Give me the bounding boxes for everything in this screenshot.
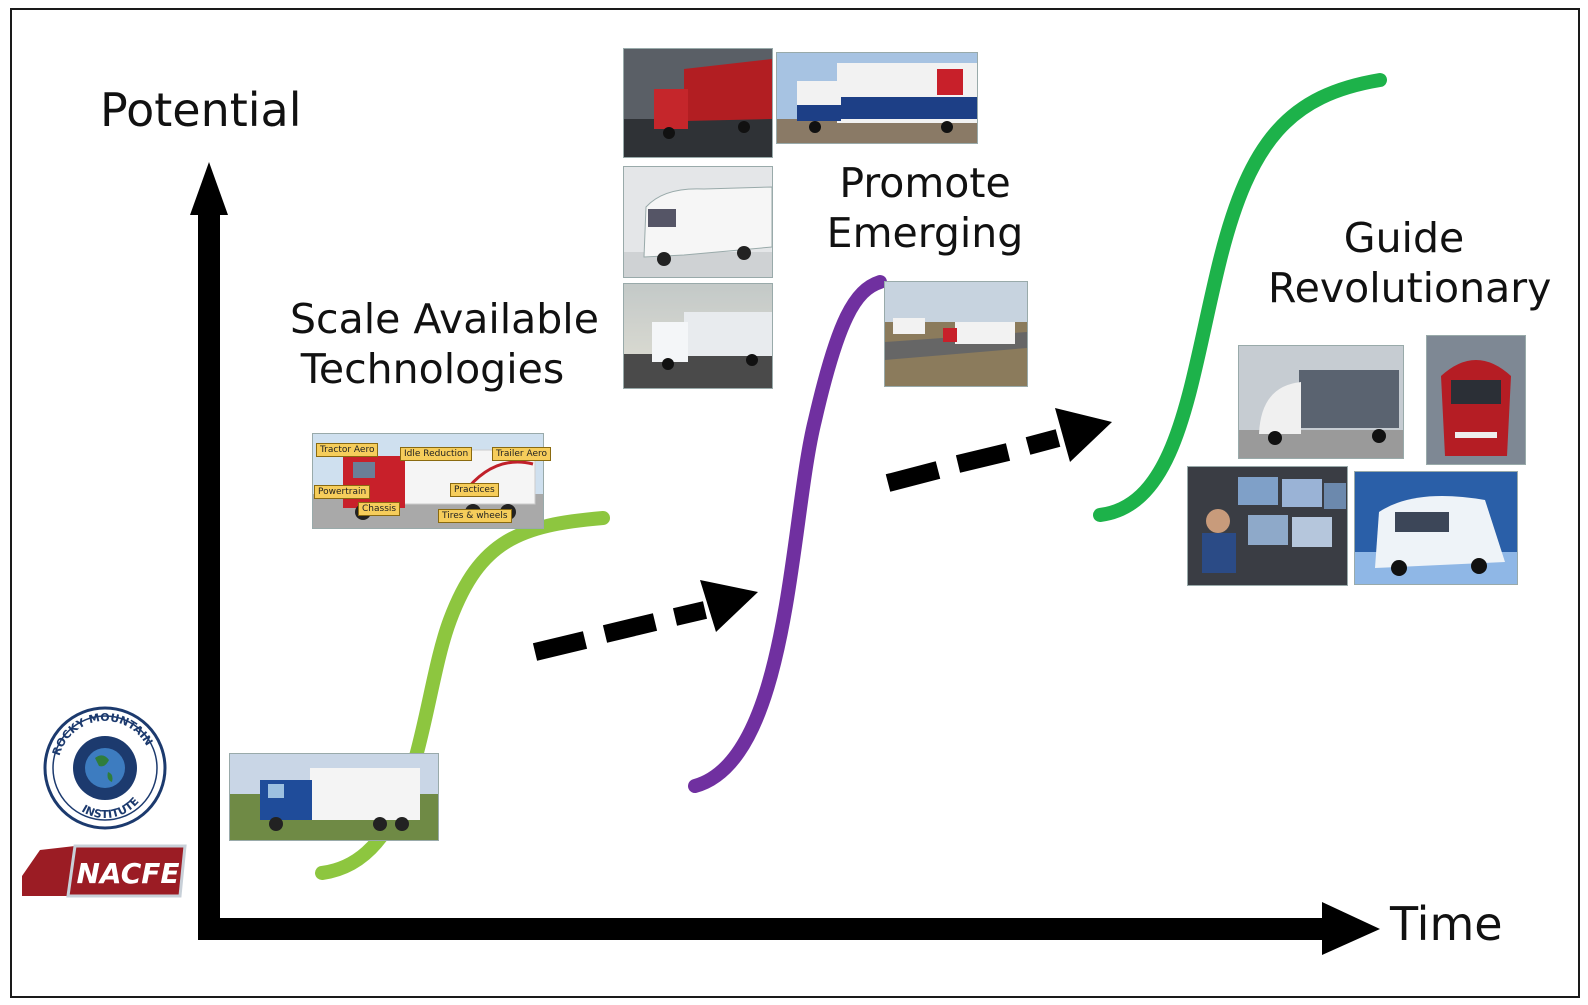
callout-tractor-aero: Tractor Aero <box>316 443 379 457</box>
truck-photo-blue-white-flag <box>776 52 978 144</box>
callout-practices: Practices <box>450 483 499 497</box>
stage-label-promote-emerging: Promote Emerging <box>820 158 1030 258</box>
callout-powertrain: Powertrain <box>314 485 371 499</box>
dashed-arrow-1 <box>532 580 758 661</box>
callout-idle-reduction: Idle Reduction <box>400 447 473 461</box>
nacfe-logo: NACFE <box>22 844 187 898</box>
stage-2-line-2: Emerging <box>826 209 1024 258</box>
truck-photo-nikola-one <box>1354 471 1518 585</box>
callout-chassis: Chassis <box>358 502 401 516</box>
rmi-logo: ROCKY MOUNTAIN INSTITUTE <box>43 706 167 830</box>
truck-photo-tesla-semi <box>1426 335 1526 465</box>
truck-photo-sunset <box>623 283 773 389</box>
dashed-arrow-2 <box>885 408 1112 492</box>
s-curve-promote-emerging <box>688 275 887 793</box>
truck-photo-two-trucks-road <box>884 281 1028 387</box>
x-axis-arrowhead <box>1322 902 1380 955</box>
callout-trailer-aero: Trailer Aero <box>492 447 552 461</box>
truck-photo-concept-white <box>623 166 773 278</box>
photo-simulator-operator <box>1187 466 1348 586</box>
stage-label-guide-revolutionary: Guide Revolutionary <box>1268 213 1552 313</box>
s-curve-guide-revolutionary <box>1093 73 1387 522</box>
stage-label-scale-available: Scale Available Technologies <box>290 294 599 394</box>
truck-photo-walmart-concept <box>1238 345 1404 459</box>
stage-3-line-2: Revolutionary <box>1268 264 1552 313</box>
nacfe-logo-text: NACFE <box>76 857 179 890</box>
stage-2-line-1: Promote <box>839 159 1011 207</box>
y-axis-label: Potential <box>100 83 302 137</box>
stage-3-line-1: Guide <box>1343 214 1465 262</box>
stage-1-line-1: Scale Available <box>290 295 599 343</box>
x-axis-line <box>198 918 1328 940</box>
x-axis-label: Time <box>1390 897 1503 951</box>
y-axis-line <box>198 205 220 940</box>
truck-photo-blue-cab <box>229 753 439 841</box>
callout-tires-wheels: Tires & wheels <box>438 509 512 523</box>
stage-1-line-2: Technologies <box>300 345 565 394</box>
y-axis-arrowhead <box>190 162 228 215</box>
truck-photo-red-highway <box>623 48 773 158</box>
